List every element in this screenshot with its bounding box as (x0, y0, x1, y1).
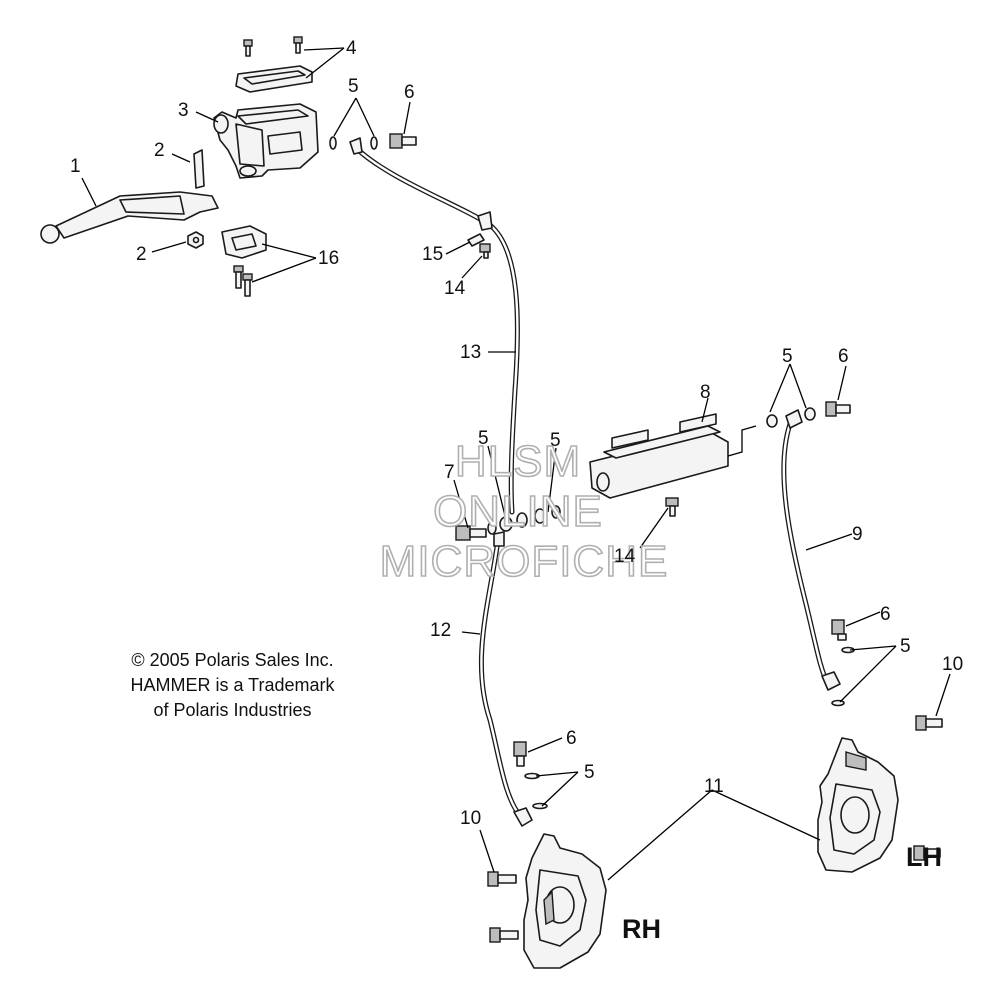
callout-13: 13 (460, 342, 481, 363)
callout-12: 12 (430, 620, 451, 641)
pivot-nut (187, 231, 204, 249)
banjo-bolt (831, 619, 847, 641)
caliper-rh (523, 833, 607, 969)
pivot-pin (193, 149, 205, 189)
caliper-mount-bolt (915, 715, 943, 731)
callout-8: 8 (700, 382, 711, 403)
callout-5: 5 (550, 430, 561, 451)
callout-10: 10 (942, 654, 963, 675)
master-cylinder-body (213, 103, 319, 179)
brake-hose-13 (349, 137, 520, 515)
crush-washer (831, 699, 845, 707)
caliper-lh (817, 737, 899, 873)
master-cylinder-group (40, 36, 417, 297)
callout-11: 11 (704, 776, 724, 797)
callout-14: 14 (614, 546, 636, 567)
callout-6: 6 (880, 604, 891, 625)
banjo-bolt (825, 401, 851, 417)
banjo-bolt (513, 741, 527, 767)
callout-5: 5 (584, 762, 595, 783)
side-label-rh: RH (622, 914, 661, 944)
brake-hose-9 (781, 409, 841, 691)
callout-10: 10 (460, 808, 481, 829)
callout-7: 7 (444, 462, 455, 483)
banjo-bolt (389, 133, 417, 149)
cover-screw-right (293, 36, 303, 54)
callout-4: 4 (346, 38, 357, 59)
handlebar-clamp (221, 225, 267, 259)
callout-5: 5 (478, 428, 489, 449)
trademark-line: HAMMER is a Trademark (130, 675, 335, 695)
callout-3: 3 (178, 100, 189, 121)
side-label-lh: LH (906, 842, 942, 872)
crush-washer (766, 414, 778, 428)
caliper-mount-bolt (913, 845, 941, 861)
brake-junction-block (589, 413, 757, 499)
crush-washer (804, 407, 816, 421)
leader-lines (81, 47, 951, 881)
callout-2: 2 (136, 244, 147, 265)
callout-16: 16 (318, 248, 339, 269)
callout-6: 6 (566, 728, 577, 749)
watermark-line1: HLSM (455, 437, 581, 486)
watermark-line2: ONLINE (433, 487, 603, 536)
junction-fittings (455, 505, 561, 541)
callout-5: 5 (348, 76, 359, 97)
copyright-notice: © 2005 Polaris Sales Inc. HAMMER is a Tr… (95, 648, 370, 723)
callout-9: 9 (852, 524, 863, 545)
crush-washer (532, 802, 548, 810)
callout-14: 14 (444, 278, 466, 299)
brake-hose-12 (478, 531, 533, 827)
callout-2: 2 (154, 140, 165, 161)
brake-lever (40, 191, 219, 244)
watermark: HLSM ONLINE MICROFICHE (379, 436, 669, 587)
reservoir-cover (235, 65, 313, 93)
trademark-owner-line: of Polaris Industries (153, 700, 312, 720)
clip-bolt (479, 243, 491, 259)
callout-6: 6 (838, 346, 849, 367)
cover-screw-left (243, 39, 253, 57)
callout-1: 1 (70, 156, 81, 177)
crush-washer (370, 136, 378, 150)
callout-6: 6 (404, 82, 415, 103)
copyright-line: © 2005 Polaris Sales Inc. (131, 650, 334, 670)
caliper-mount-bolt (487, 871, 517, 887)
clamp-bolt-right (242, 273, 253, 297)
crush-washer (329, 136, 337, 150)
watermark-line3: MICROFICHE (380, 537, 669, 586)
callout-5: 5 (900, 636, 911, 657)
callout-5: 5 (782, 346, 793, 367)
junction-bolt (665, 497, 679, 517)
clamp-bolt-left (233, 265, 244, 289)
hose-clip (467, 233, 485, 247)
callouts: 1 2 2 3 4 5 6 16 15 14 13 8 5 6 7 5 5 14… (70, 38, 963, 829)
caliper-mount-bolt (489, 927, 519, 943)
callout-15: 15 (422, 244, 443, 265)
